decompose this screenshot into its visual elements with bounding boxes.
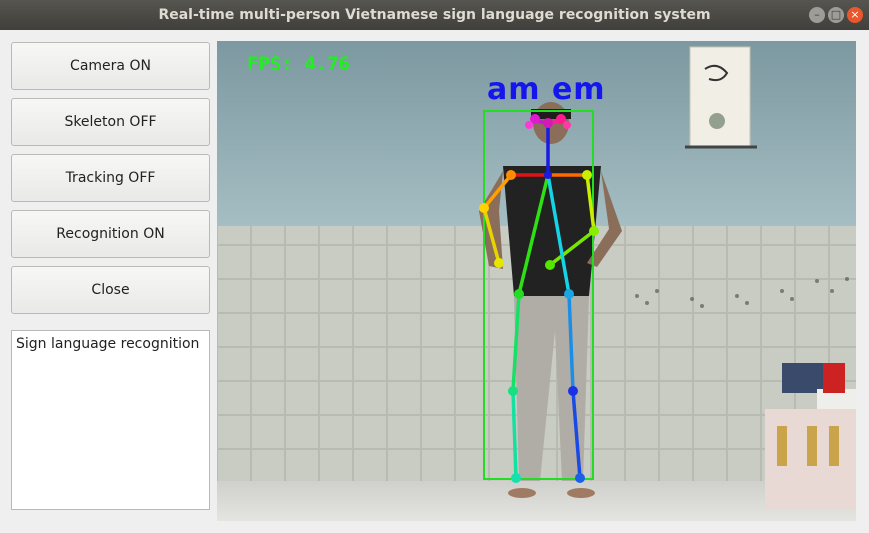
- recognized-sign-label: am em: [487, 72, 606, 107]
- pose-keypoints: [479, 114, 599, 483]
- recognition-output-textbox[interactable]: Sign language recognition: [11, 330, 210, 510]
- camera-frame-graphic: [217, 41, 856, 521]
- close-window-icon[interactable]: ×: [847, 7, 863, 23]
- recognition-toggle-button[interactable]: Recognition ON: [11, 210, 210, 258]
- camera-toggle-button[interactable]: Camera ON: [11, 42, 210, 90]
- close-button[interactable]: Close: [11, 266, 210, 314]
- camera-feed: FPS: 4.76 am em: [217, 41, 856, 521]
- maximize-icon[interactable]: □: [828, 7, 844, 23]
- person-bounding-box: [483, 110, 594, 480]
- skeleton-toggle-button[interactable]: Skeleton OFF: [11, 98, 210, 146]
- tracking-toggle-button[interactable]: Tracking OFF: [11, 154, 210, 202]
- title-bar: Real-time multi-person Vietnamese sign l…: [0, 0, 869, 30]
- fps-counter: FPS: 4.76: [247, 53, 350, 75]
- recognition-output-text: Sign language recognition: [16, 336, 200, 352]
- minimize-icon[interactable]: –: [809, 7, 825, 23]
- window-title: Real-time multi-person Vietnamese sign l…: [158, 7, 711, 23]
